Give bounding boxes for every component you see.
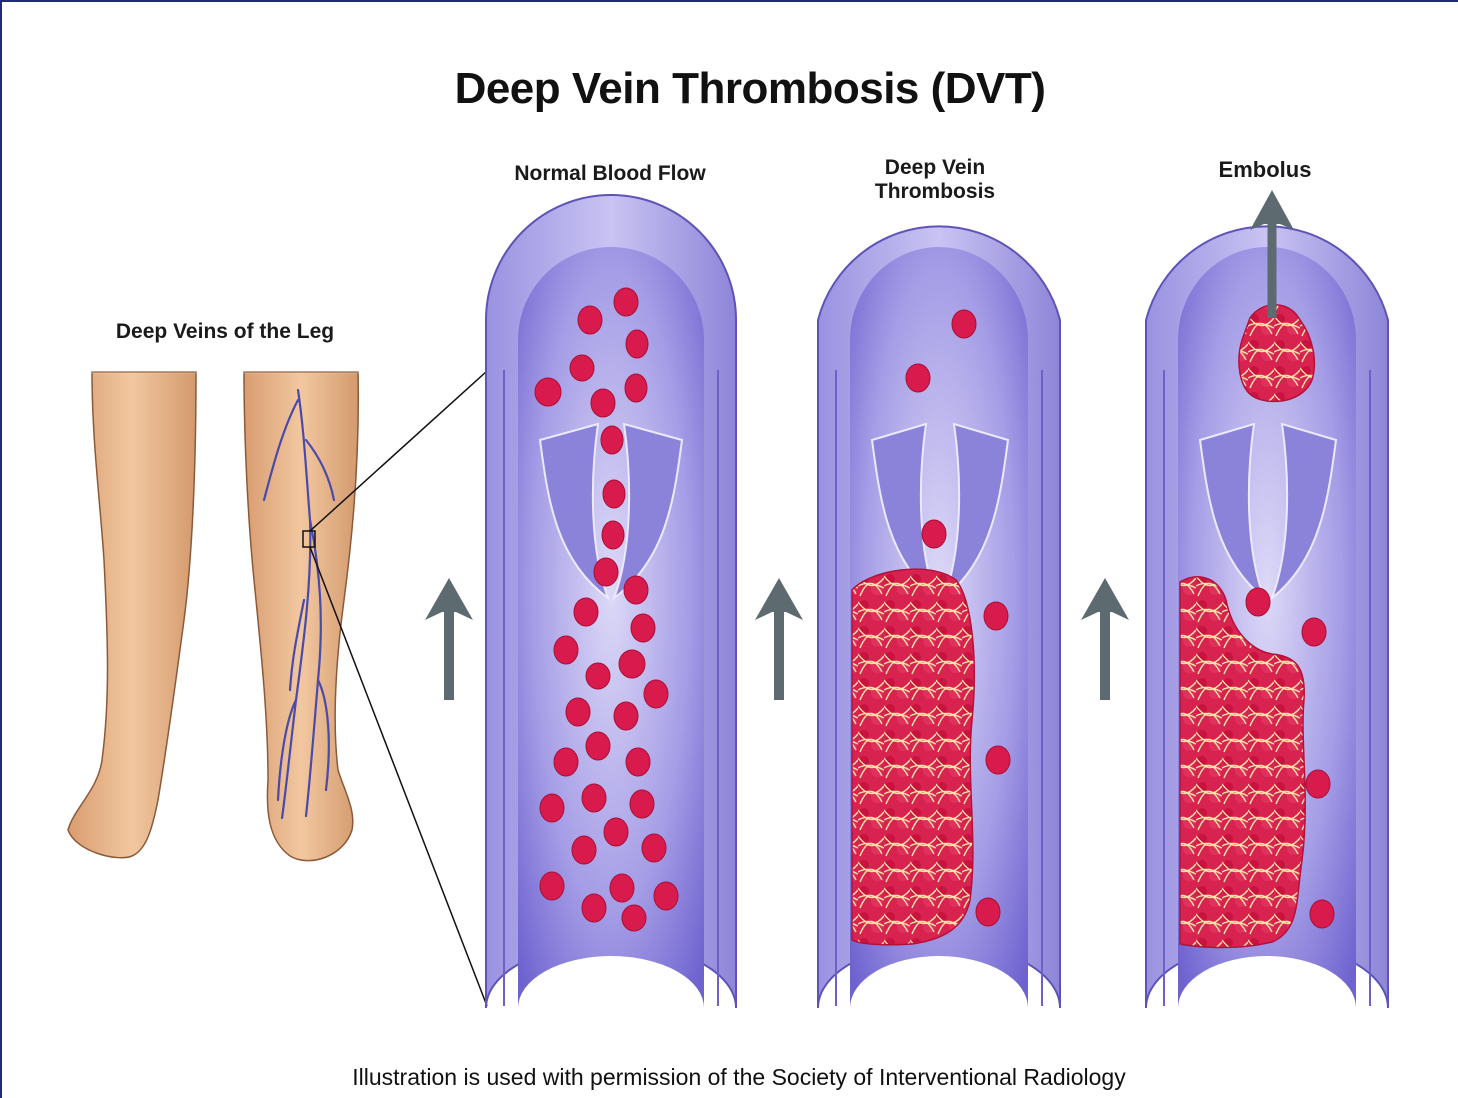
vein-deep-vein-thrombosis: [818, 226, 1060, 1008]
label-embolus: Embolus: [1200, 158, 1330, 182]
legs-illustration: [68, 360, 370, 861]
flow-arrow-2: [755, 578, 803, 700]
label-deep-vein-thrombosis: Deep Vein Thrombosis: [860, 156, 1010, 204]
permission-caption: Illustration is used with permission of …: [0, 1064, 1458, 1091]
flow-arrow-3: [1081, 578, 1129, 700]
flow-arrow-1: [425, 578, 473, 700]
label-normal-blood-flow: Normal Blood Flow: [505, 162, 715, 186]
vein-normal-blood-flow: [486, 195, 736, 1008]
vein-embolus: [1146, 190, 1388, 1008]
label-deep-veins-of-the-leg: Deep Veins of the Leg: [100, 320, 350, 344]
thrombus-clot: [852, 569, 974, 945]
